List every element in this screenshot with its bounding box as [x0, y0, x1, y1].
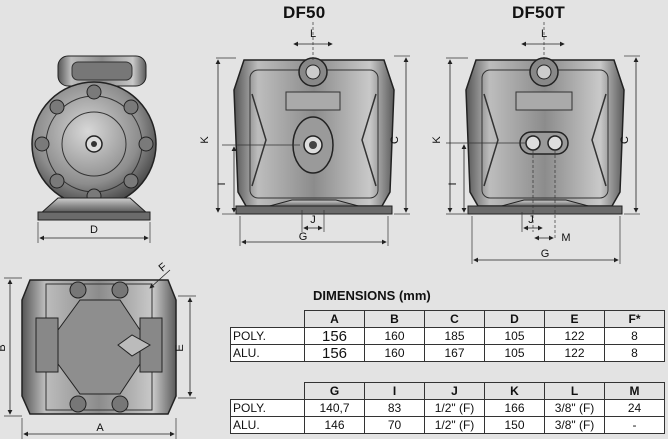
- cell-poly-e: 122: [544, 327, 605, 345]
- cell-alu-g: 146: [304, 416, 365, 434]
- cell-poly-f: 8: [604, 327, 665, 345]
- table-row: ALU. 146 70 1/2" (F) 150 3/8" (F) -: [230, 416, 665, 434]
- cell-poly-a: 156: [304, 327, 365, 345]
- table-row: POLY. 140,7 83 1/2" (F) 166 3/8" (F) 24: [230, 399, 665, 417]
- cell-poly-l: 3/8" (F): [544, 399, 605, 417]
- label-g: G: [299, 231, 308, 243]
- label-k: K: [199, 136, 211, 144]
- cell-alu-k: 150: [484, 416, 545, 434]
- cell-alu-c: 167: [424, 344, 485, 362]
- cell-poly-j: 1/2" (F): [424, 399, 485, 417]
- dimensions-table-2: G I J K L M POLY. 140,7 83 1/2" (F) 166 …: [230, 382, 665, 434]
- header-a: A: [304, 310, 365, 328]
- cell-poly-b: 160: [364, 327, 425, 345]
- label-k-t: K: [431, 136, 443, 144]
- cell-alu-a: 156: [304, 344, 365, 362]
- cell-alu-f: 8: [604, 344, 665, 362]
- cell-poly-m: 24: [604, 399, 665, 417]
- label-j: J: [310, 214, 316, 226]
- top-view-pump: [21, 279, 177, 415]
- cell-alu-m: -: [604, 416, 665, 434]
- side-view-pump: [31, 55, 157, 221]
- table-row: ALU. 156 160 167 105 122 8: [230, 344, 665, 362]
- header-m: M: [604, 382, 665, 400]
- label-g-t: G: [541, 248, 550, 260]
- title-df50t: DF50T: [512, 3, 565, 22]
- header-j: J: [424, 382, 485, 400]
- label-j-t: J: [528, 214, 534, 226]
- header-c: C: [424, 310, 485, 328]
- row-label-poly: POLY.: [230, 327, 305, 345]
- table-header-row: A B C D E F*: [231, 310, 665, 328]
- cell-alu-j: 1/2" (F): [424, 416, 485, 434]
- cell-poly-d: 105: [484, 327, 545, 345]
- label-l: L: [310, 28, 316, 40]
- header-d: D: [484, 310, 545, 328]
- header-i: I: [364, 382, 425, 400]
- cell-poly-c: 185: [424, 327, 485, 345]
- cell-alu-l: 3/8" (F): [544, 416, 605, 434]
- df50t-front-view: [465, 57, 625, 215]
- label-i: I: [216, 182, 228, 185]
- header-b: B: [364, 310, 425, 328]
- df50-front-view: [233, 57, 395, 215]
- label-d: D: [90, 224, 98, 236]
- dimensions-table-title: DIMENSIONS (mm): [313, 288, 431, 303]
- label-l-t: L: [541, 28, 547, 40]
- table-row: POLY. 156 160 185 105 122 8: [230, 327, 665, 345]
- table-corner: [231, 383, 305, 400]
- label-c-t: C: [619, 136, 631, 144]
- label-e: E: [174, 344, 186, 351]
- header-l: L: [544, 382, 605, 400]
- cell-alu-d: 105: [484, 344, 545, 362]
- cell-poly-g: 140,7: [304, 399, 365, 417]
- cell-alu-i: 70: [364, 416, 425, 434]
- header-k: K: [484, 382, 545, 400]
- cell-alu-e: 122: [544, 344, 605, 362]
- df50t-dimensions: L K I C J M G: [431, 22, 640, 264]
- label-i-t: I: [447, 182, 459, 185]
- header-e: E: [544, 310, 605, 328]
- label-m: M: [561, 232, 570, 244]
- dimensions-table-1: A B C D E F* POLY. 156 160 185 105 122 8…: [230, 310, 665, 362]
- table-corner: [231, 311, 305, 328]
- header-f: F*: [604, 310, 665, 328]
- cell-poly-k: 166: [484, 399, 545, 417]
- table-header-row: G I J K L M: [231, 382, 665, 400]
- cell-poly-i: 83: [364, 399, 425, 417]
- header-g: G: [304, 382, 365, 400]
- label-c: C: [389, 136, 401, 144]
- df50-dimensions: L K I C J G: [199, 22, 410, 246]
- title-df50: DF50: [283, 3, 326, 22]
- row-label-alu: ALU.: [230, 416, 305, 434]
- row-label-poly: POLY.: [230, 399, 305, 417]
- label-b: B: [0, 344, 8, 351]
- cell-alu-b: 160: [364, 344, 425, 362]
- label-a: A: [96, 422, 104, 434]
- row-label-alu: ALU.: [230, 344, 305, 362]
- dimension-d: D: [37, 222, 151, 243]
